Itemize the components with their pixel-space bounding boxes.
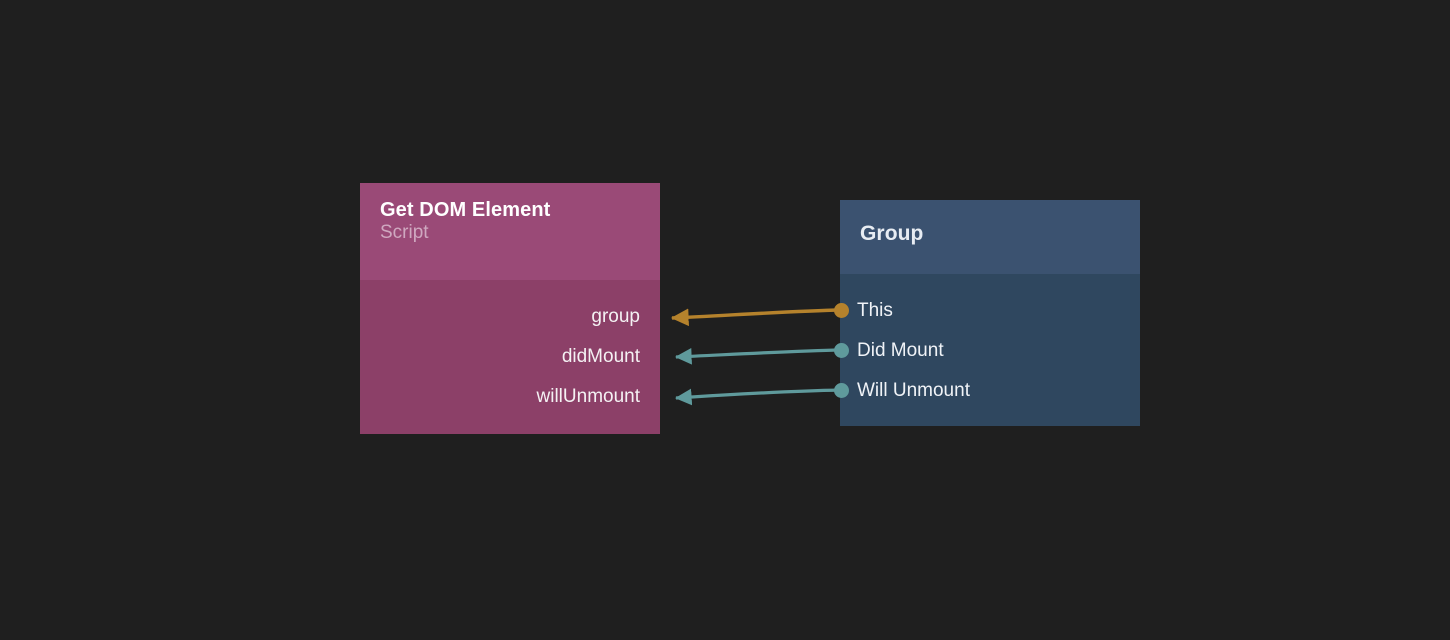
input-port-will-unmount[interactable]: Will Unmount bbox=[857, 379, 970, 401]
node-header-group[interactable]: Group bbox=[840, 200, 1140, 274]
node-body-group: This Did Mount Will Unmount bbox=[840, 274, 1140, 426]
node-subtitle: Script bbox=[380, 222, 429, 243]
node-title: Get DOM Element bbox=[380, 199, 551, 221]
connection-did-mount-to-didmount[interactable] bbox=[675, 348, 842, 365]
input-port-label: Did Mount bbox=[857, 339, 944, 361]
output-port-group[interactable]: group bbox=[591, 305, 640, 327]
node-header-get-dom-element[interactable]: Get DOM Element Script bbox=[360, 183, 660, 280]
port-dot-will-unmount[interactable] bbox=[834, 383, 849, 398]
node-group[interactable]: Group This Did Mount Will Unmount bbox=[840, 200, 1140, 426]
node-get-dom-element[interactable]: Get DOM Element Script group didMount wi… bbox=[360, 183, 660, 434]
output-port-label: group bbox=[591, 305, 640, 327]
input-port-this[interactable]: This bbox=[857, 299, 893, 321]
connection-this-to-group[interactable] bbox=[670, 308, 842, 327]
output-port-label: willUnmount bbox=[536, 385, 640, 407]
node-body-get-dom-element: group didMount willUnmount bbox=[360, 280, 660, 434]
port-dot-did-mount[interactable] bbox=[834, 343, 849, 358]
node-title: Group bbox=[860, 222, 924, 245]
input-port-label: This bbox=[857, 299, 893, 321]
input-port-did-mount[interactable]: Did Mount bbox=[857, 339, 944, 361]
port-dot-this[interactable] bbox=[834, 303, 849, 318]
input-port-label: Will Unmount bbox=[857, 379, 970, 401]
connection-will-unmount-to-willunmount[interactable] bbox=[675, 388, 842, 406]
output-port-didmount[interactable]: didMount bbox=[562, 345, 640, 367]
output-port-willunmount[interactable]: willUnmount bbox=[537, 385, 640, 407]
output-port-label: didMount bbox=[561, 345, 640, 367]
